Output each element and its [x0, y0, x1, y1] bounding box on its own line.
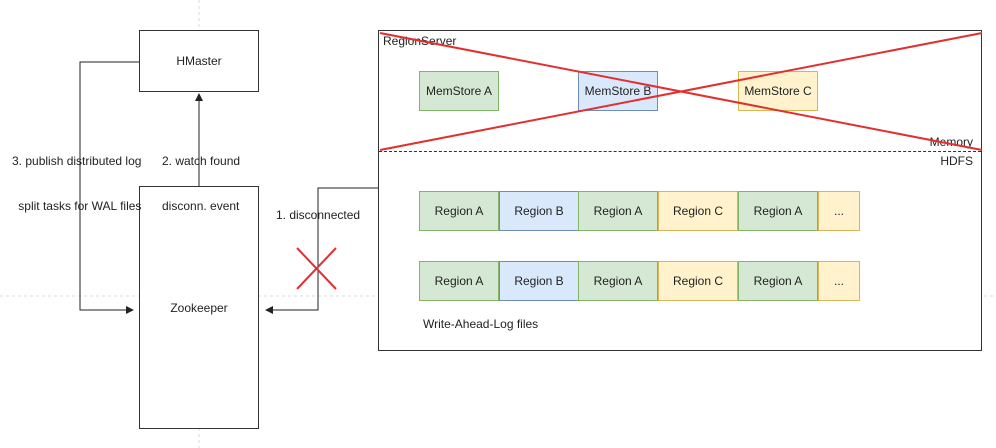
wal-row1-cell-4[interactable]: Region C [658, 191, 738, 231]
zookeeper-label: Zookeeper [170, 300, 228, 315]
publish-label-line2: split tasks for WAL files [18, 199, 142, 213]
memstore-b[interactable]: MemStore B [578, 71, 658, 111]
zookeeper-node[interactable]: Zookeeper [139, 186, 259, 429]
memstore-c[interactable]: MemStore C [738, 71, 818, 111]
disconnected-arrow [265, 187, 378, 314]
publish-arrow [79, 61, 139, 314]
wal-files-label: Write-Ahead-Log files [423, 317, 539, 331]
disconnected-edge-label: 1. disconnected [276, 208, 361, 222]
memstore-a[interactable]: MemStore A [419, 71, 499, 111]
watch-edge-label: 2. watch found disconn. event [162, 124, 240, 229]
hmaster-node[interactable]: HMaster [139, 30, 259, 92]
region-server-label: RegionServer [383, 34, 457, 48]
wal-row2-cell-5[interactable]: Region A [738, 261, 818, 301]
wal-row2-cell-3[interactable]: Region A [578, 261, 658, 301]
publish-edge-label: 3. publish distributed log split tasks f… [12, 124, 141, 229]
region-server-container[interactable]: RegionServer Memory HDFS MemStore A MemS… [378, 30, 982, 351]
memory-hdfs-divider [379, 151, 981, 152]
wal-row1-cell-5[interactable]: Region A [738, 191, 818, 231]
wal-row1-cell-3[interactable]: Region A [578, 191, 658, 231]
hdfs-label: HDFS [940, 154, 973, 168]
wal-row1-cell-more[interactable]: ... [818, 191, 860, 231]
wal-row2-cell-1[interactable]: Region A [419, 261, 499, 301]
publish-label-line1: 3. publish distributed log [12, 154, 142, 168]
wal-row2-cell-more[interactable]: ... [818, 261, 860, 301]
hmaster-label: HMaster [176, 54, 222, 68]
wal-row1-cell-1[interactable]: Region A [419, 191, 499, 231]
disconnect-cross-icon [296, 247, 337, 290]
watch-label-line2: disconn. event [162, 199, 240, 213]
wal-row2-cell-4[interactable]: Region C [658, 261, 738, 301]
watch-label-line1: 2. watch found [162, 154, 241, 168]
wal-row1-cell-2[interactable]: Region B [499, 191, 579, 231]
wal-row2-cell-2[interactable]: Region B [499, 261, 579, 301]
memory-label: Memory [929, 135, 973, 149]
